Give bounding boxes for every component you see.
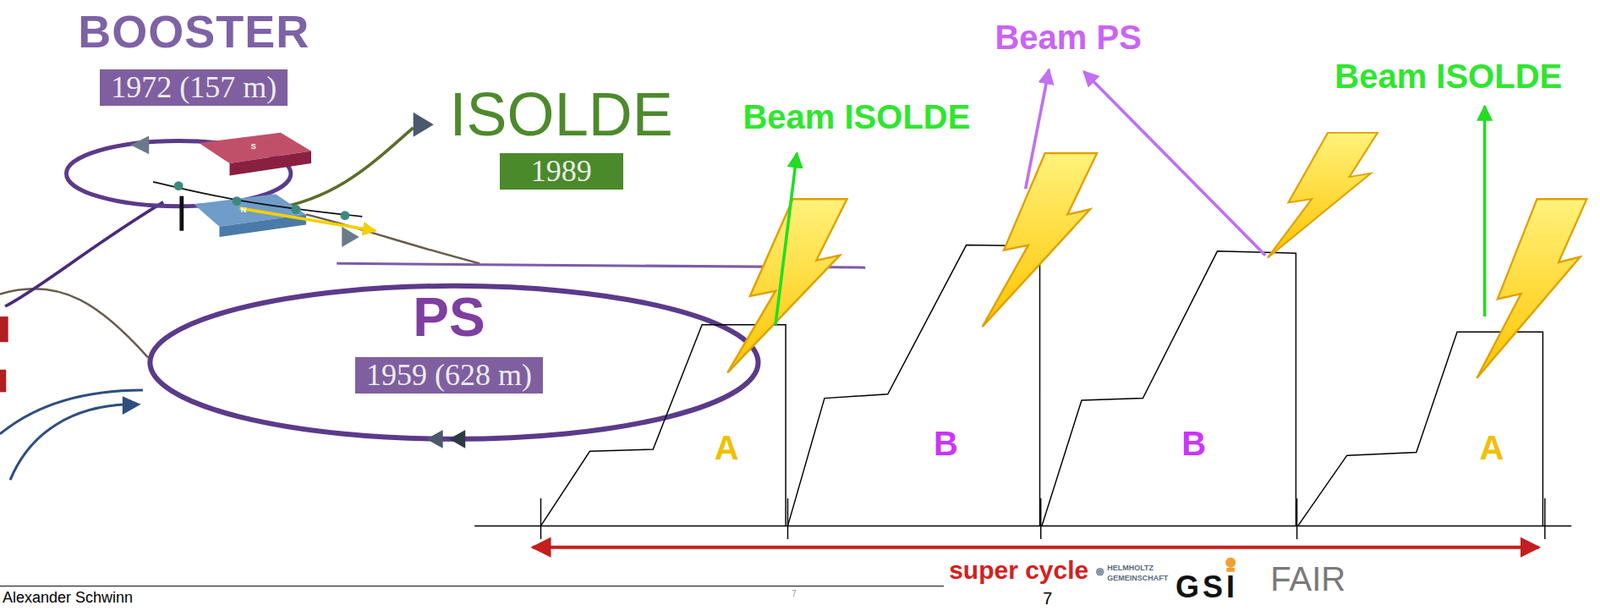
lightning-bolt <box>1476 198 1587 378</box>
author-name: Alexander Schwinn <box>2 589 133 605</box>
beam-label: Beam ISOLDE <box>742 99 970 134</box>
direction-arrow <box>130 135 149 154</box>
transfer-line <box>0 288 148 357</box>
illustration <box>0 69 1587 587</box>
cycle-letter: B <box>1181 426 1206 461</box>
direction-arrow <box>413 112 434 137</box>
direction-arrow <box>341 226 360 247</box>
linac-line <box>5 202 164 307</box>
lightning-bolt <box>982 153 1098 327</box>
particle <box>174 180 184 191</box>
ps-node: PS 1959 (628 m) <box>355 290 543 394</box>
logo-text: FAIR <box>1270 561 1346 596</box>
super-cycle-arrow <box>532 545 1540 549</box>
ring-name: BOOSTER <box>77 8 310 55</box>
logo-text: GSI <box>1175 571 1239 603</box>
ps-ring <box>149 285 758 439</box>
isolde-arrow <box>775 153 797 325</box>
transfer-line <box>10 404 128 480</box>
cycle-letter: A <box>1479 430 1505 465</box>
time-axis <box>474 525 1572 527</box>
tick <box>1544 498 1546 539</box>
ps-arrow <box>1083 71 1266 255</box>
cycle-b <box>1041 251 1296 527</box>
magnet-s <box>229 151 312 176</box>
beam-label: Beam ISOLDE <box>1334 59 1562 94</box>
direction-arrow <box>122 395 142 415</box>
page-mark: 7 <box>791 589 797 598</box>
logo-figure <box>1225 557 1236 568</box>
logo-text: GEMEINSCHAFT <box>1106 574 1168 582</box>
particle <box>232 196 242 206</box>
year-box: 1972 (157 m) <box>99 69 288 106</box>
extraction-line <box>306 213 480 264</box>
transfer-line <box>0 389 143 434</box>
pole-letter: S <box>251 142 257 151</box>
particle <box>290 204 301 214</box>
accelerator-map <box>0 112 866 480</box>
super-cycle-label: super cycle <box>948 557 1089 583</box>
extraction-bolts <box>727 132 1587 379</box>
cycle-letter: B <box>933 426 959 461</box>
ring-name: PS <box>412 290 485 345</box>
pole-letter: N <box>241 206 247 214</box>
cycle-a <box>1298 331 1544 526</box>
kicker-bar <box>179 196 184 231</box>
ring-name: ISOLDE <box>449 83 674 145</box>
cycle-b <box>788 245 1041 527</box>
isolde-arrow <box>1483 105 1487 317</box>
ps-arrow <box>1025 69 1050 189</box>
cycle-a <box>541 324 787 527</box>
particle <box>339 210 350 220</box>
year-box: 1989 <box>499 153 624 190</box>
beam-arrow <box>240 208 376 231</box>
tick <box>787 498 789 539</box>
edge-marker <box>0 316 9 342</box>
direction-arrow <box>426 429 443 449</box>
tick <box>540 498 542 539</box>
lightning-bolt <box>1267 132 1378 258</box>
timing-diagram <box>474 245 1572 540</box>
edge-marker <box>0 369 6 393</box>
footer-rule <box>0 585 944 587</box>
direction-arrow <box>449 429 466 449</box>
beam-label: Beam PS <box>994 20 1141 55</box>
logo-text: HELMHOLTZ <box>1106 564 1154 572</box>
page-number: 7 <box>1042 589 1053 607</box>
booster-node: BOOSTER 1972 (157 m) <box>77 8 310 106</box>
cycle-letter: A <box>714 430 740 465</box>
isolde-node: ISOLDE 1989 <box>449 83 674 190</box>
year-box: 1959 (628 m) <box>355 356 543 394</box>
logo-mark <box>1095 567 1105 576</box>
